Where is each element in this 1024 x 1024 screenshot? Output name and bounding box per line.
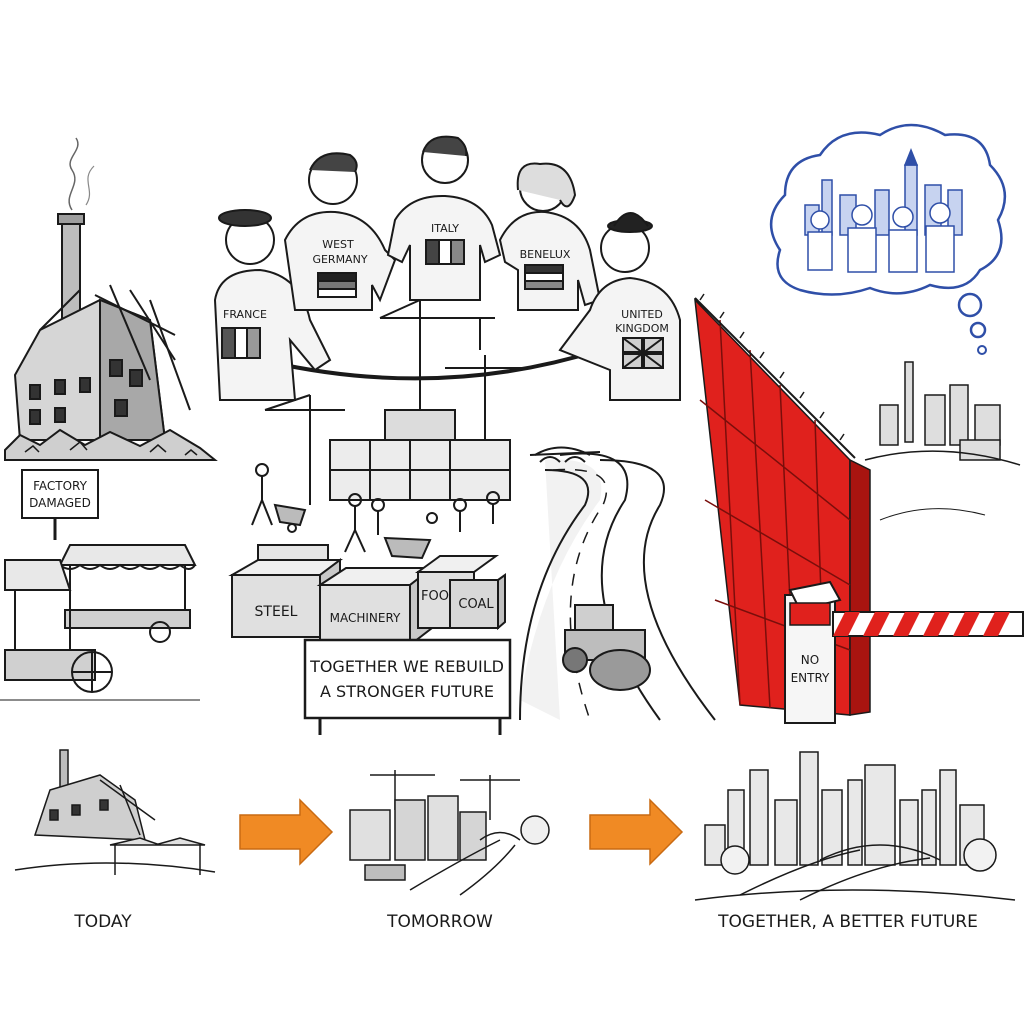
figure-italy: ITALY: [386, 135, 502, 301]
timeline-arrow-1: [239, 798, 334, 866]
no-entry-line1: NO: [801, 653, 819, 667]
timeline-arrow-2: [589, 798, 684, 866]
uk-label-1: UNITED: [621, 308, 663, 321]
timeline-today: [14, 749, 216, 875]
construction-site: [251, 299, 530, 560]
figure-benelux: BENELUX: [498, 162, 602, 311]
crate-machinery-label: MACHINERY: [330, 611, 401, 625]
uk-label-2: KINGDOM: [615, 322, 669, 335]
timeline-tomorrow: [349, 770, 550, 896]
no-entry-barrier: NO ENTRY: [784, 580, 1024, 724]
timeline-future: [694, 751, 1016, 901]
factory-damaged-sign: FACTORY DAMAGED: [21, 469, 99, 540]
factory-sign-line2: DAMAGED: [29, 496, 91, 510]
benelux-label: BENELUX: [520, 248, 571, 261]
west-germany-label-2: GERMANY: [312, 253, 367, 266]
road-roller: [562, 604, 651, 691]
thought-bubble: [769, 123, 1007, 355]
supply-crates: STEEL MACHINERY FOOD COAL: [228, 544, 506, 648]
france-label: FRANCE: [223, 308, 267, 321]
rebuild-banner: TOGETHER WE REBUILD A STRONGER FUTURE: [303, 638, 512, 735]
distant-city: [864, 361, 1021, 521]
crate-machinery: MACHINERY: [316, 565, 435, 648]
timeline-label-today: TODAY: [73, 912, 132, 932]
nations-circle: FRANCE WEST GERMANY ITALY: [213, 135, 681, 401]
crate-steel-label: STEEL: [255, 604, 298, 620]
damaged-factory: [4, 137, 218, 461]
no-entry-line2: ENTRY: [791, 671, 830, 685]
crate-coal: COAL: [449, 573, 506, 631]
timeline-label-tomorrow: TOMORROW: [386, 912, 493, 932]
banner-line1: TOGETHER WE REBUILD: [309, 657, 504, 676]
timeline-label-future: TOGETHER, A BETTER FUTURE: [717, 912, 978, 932]
market-stalls: [0, 544, 200, 701]
figure-west-germany: WEST GERMANY: [283, 152, 397, 311]
banner-line2: A STRONGER FUTURE: [320, 682, 494, 701]
italy-label: ITALY: [431, 222, 459, 235]
red-wall: [694, 293, 871, 716]
thought-people: [807, 202, 955, 273]
west-germany-label-1: WEST: [322, 238, 354, 251]
factory-sign-line1: FACTORY: [33, 479, 88, 493]
figure-united-kingdom: UNITED KINGDOM: [558, 212, 681, 401]
crate-coal-label: COAL: [458, 597, 494, 612]
